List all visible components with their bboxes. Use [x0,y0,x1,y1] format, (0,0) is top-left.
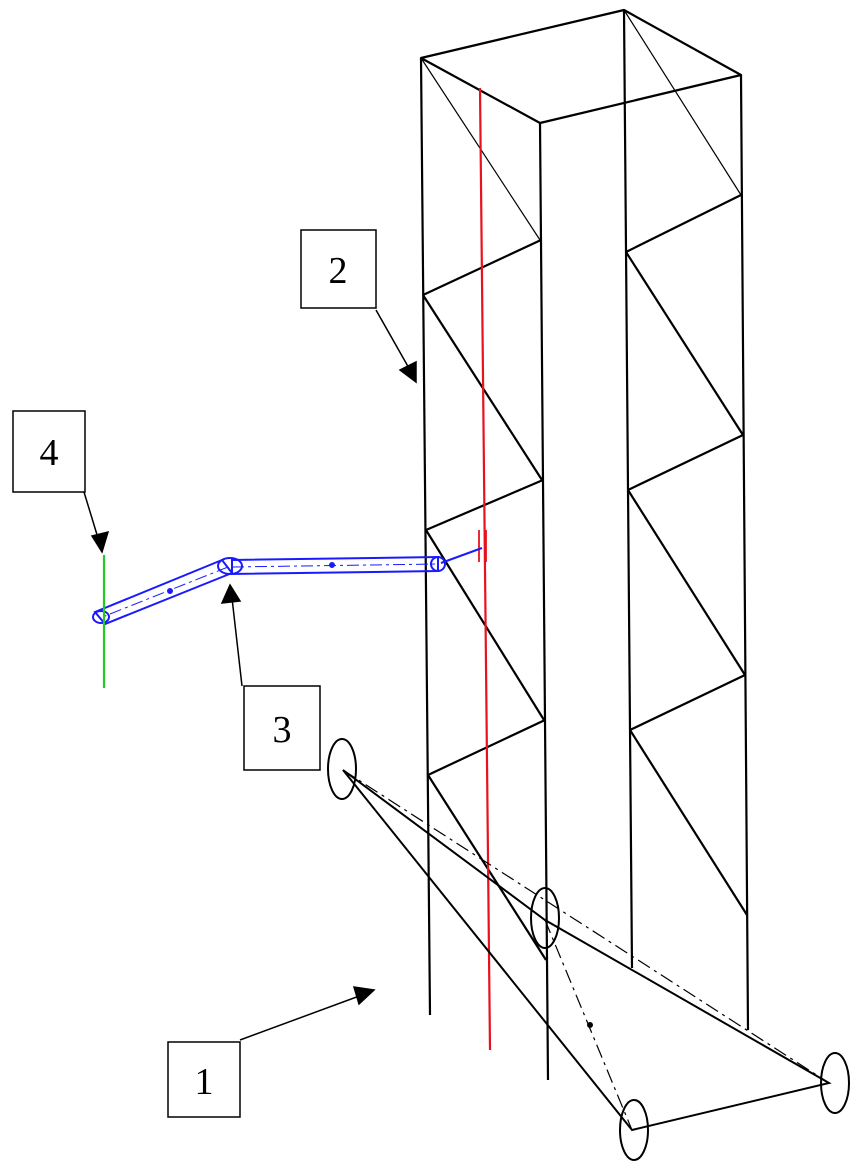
right-panel-line [627,434,744,491]
arrowhead-1 [352,986,376,1006]
arm-end-cap [430,556,446,572]
callout-box-1: 1 [167,1041,241,1118]
right-panel-line [629,674,746,731]
right-panel-line [625,194,742,253]
leader-line-1 [239,994,363,1041]
base-diagonal [342,769,830,1084]
arm-segment-axis [231,563,439,568]
callout-label-1: 1 [195,1061,214,1103]
arrowhead-3 [220,583,242,604]
arm-connector [440,547,483,564]
front-brace [427,774,547,961]
leader-line-2 [375,309,411,371]
callout-box-3: 3 [243,685,321,771]
arm-tip [92,610,110,624]
right-brace [625,251,744,436]
right-brace [627,489,746,676]
arm-joint-mark [167,588,173,594]
tower-edge-front-right [538,122,550,1081]
wheel-left [327,738,357,800]
tower-frame [419,8,750,1081]
leader-line-3 [231,597,243,687]
wheel-right [820,1052,850,1114]
tower-edge-front-left [419,57,432,1016]
leader-line-4 [83,491,99,539]
tower-top-face [419,8,743,125]
callout-label-4: 4 [40,432,59,474]
wheel-back [530,887,560,949]
arrowhead-4 [90,530,110,554]
callout-arrows [83,309,417,1041]
arm-segment-lower [93,558,234,626]
red-axis-line [478,87,492,1051]
right-brace [629,729,748,916]
base-outline [342,769,832,1132]
callout-label-2: 2 [329,250,348,292]
callout-box-4: 4 [12,410,86,493]
wheel-front [619,1099,649,1161]
tower-top-diagonal [623,9,742,196]
callout-box-2: 2 [300,229,377,309]
arm-segment-axis [99,566,229,619]
red-axis [478,87,492,1051]
base-platform [327,738,850,1161]
arrowhead-2 [398,360,417,384]
blue-arm [92,547,483,626]
arm-joint-mark [329,562,335,568]
tower-edge-back-right [739,74,750,1031]
callout-label-3: 3 [273,709,292,751]
base-center-point [587,1022,593,1028]
